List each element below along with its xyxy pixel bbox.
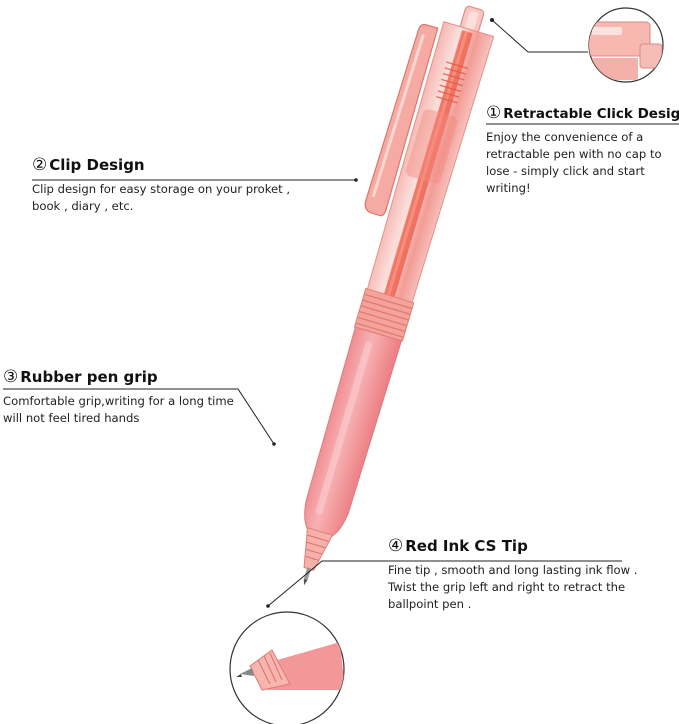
callout-title-text: Rubber pen grip <box>20 368 158 386</box>
pen-grip <box>304 326 403 538</box>
callout-description: Fine tip , smooth and long lasting ink f… <box>388 563 638 611</box>
pen <box>303 5 495 586</box>
callout-number: ① <box>486 103 502 123</box>
callout-description: Enjoy the convenience of a retractable p… <box>486 130 662 195</box>
pen-tip <box>303 527 334 571</box>
callout-description: Clip design for easy storage on your pro… <box>32 182 291 213</box>
callout-number: ③ <box>3 367 19 387</box>
callout-title-text: Clip Design <box>49 156 145 174</box>
callout-title-text: Red Ink CS Tip <box>405 537 528 555</box>
callout-title-text: Retractable Click Design <box>503 106 679 122</box>
pen-ring <box>353 287 415 342</box>
leader-lines <box>3 179 622 607</box>
callout-number: ④ <box>388 536 404 556</box>
zoom-circle-tip <box>229 611 345 724</box>
zoom-circle-click <box>588 7 664 83</box>
callout-description: Comfortable grip,writing for a long time… <box>3 394 234 425</box>
leader-line-1 <box>491 19 529 53</box>
callout-number: ② <box>32 155 48 175</box>
